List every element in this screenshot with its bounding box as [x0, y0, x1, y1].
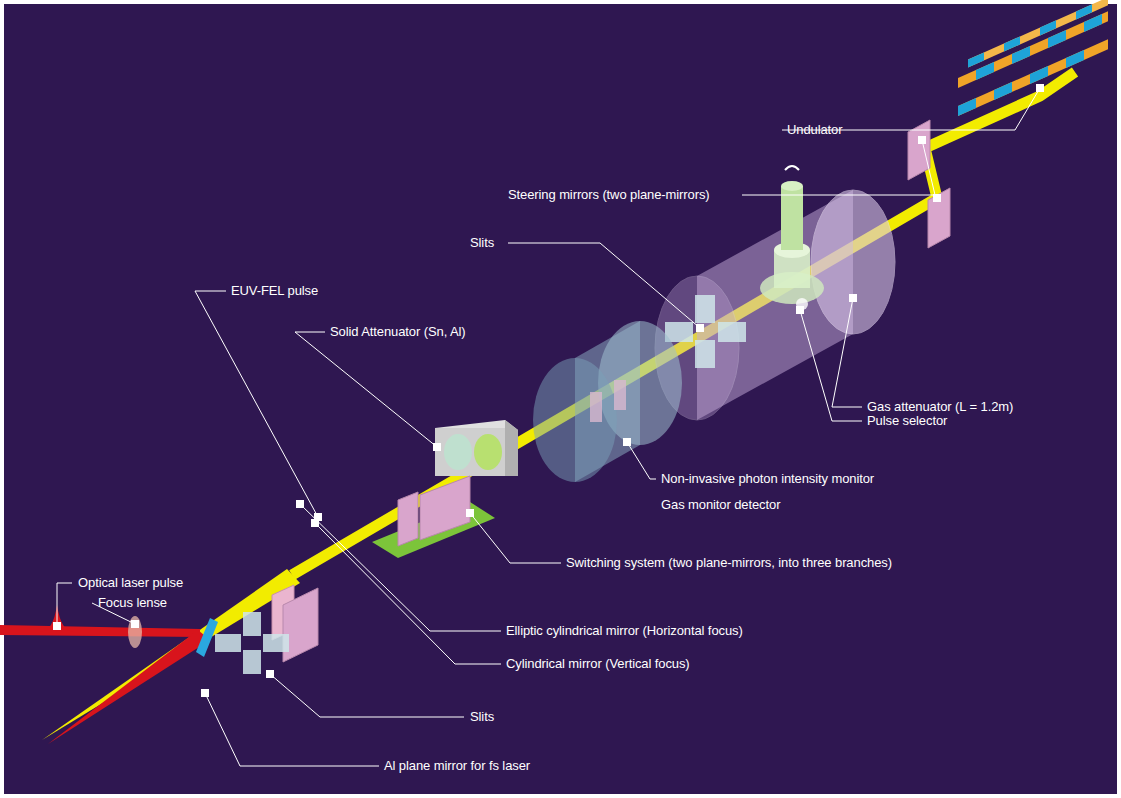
callout-label: Cylindrical mirror (Vertical focus) [506, 656, 690, 672]
callout-label: Switching system (two plane-mirrors, int… [566, 555, 892, 571]
callout-label: Slits [470, 235, 494, 251]
callout-label: Al plane mirror for fs laser [384, 758, 530, 774]
callout-label: Pulse selector [867, 413, 947, 429]
callout-label: Undulator [787, 122, 842, 138]
callout-label: Steering mirrors (two plane-mirrors) [508, 187, 710, 203]
callout-label: Solid Attenuator (Sn, Al) [330, 324, 466, 340]
callout-label: EUV-FEL pulse [231, 283, 318, 299]
callout-label: Gas attenuator (L = 1.2m) [867, 399, 1013, 415]
callout-label: Slits [470, 709, 494, 725]
callout-label: Focus lense [98, 595, 167, 611]
callout-label: Optical laser pulse [78, 575, 183, 591]
callout-label: Non-invasive photon intensity monitor [661, 471, 874, 487]
callout-label: Elliptic cylindrical mirror (Horizontal … [506, 623, 743, 639]
callout-label: Gas monitor detector [661, 497, 780, 513]
